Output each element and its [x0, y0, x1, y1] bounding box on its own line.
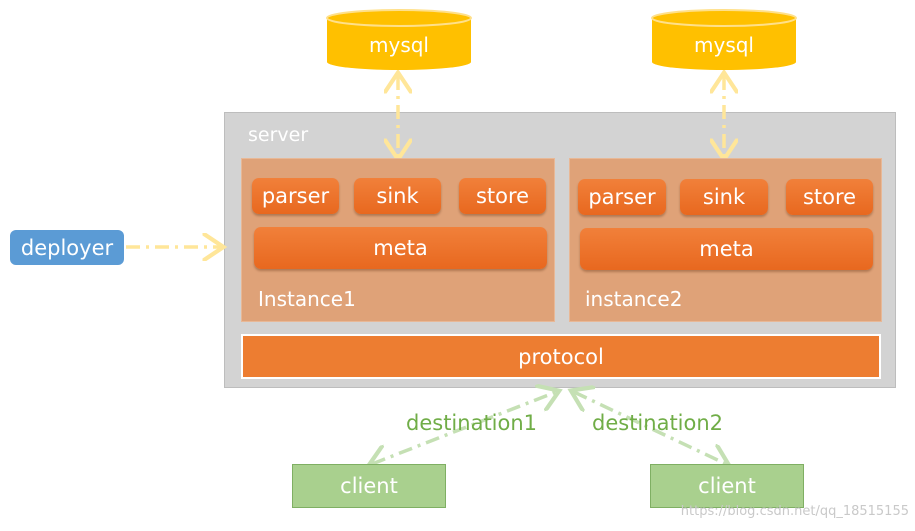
instance2-meta: meta: [580, 228, 873, 270]
destination1-label: destination1: [406, 411, 538, 435]
watermark-text: https://blog.csdn.net/qq_18515155: [680, 504, 909, 519]
client1-box: client: [292, 464, 446, 508]
instance1-label: Instance1: [258, 287, 356, 311]
instance1-parser: parser: [252, 178, 339, 214]
mysql-database-1: mysql: [326, 9, 472, 70]
mysql-label-1: mysql: [369, 33, 429, 57]
destination2-label: destination2: [592, 411, 724, 435]
instance1-sink: sink: [354, 178, 441, 214]
deployer-box: deployer: [10, 230, 124, 265]
client2-box: client: [650, 464, 804, 508]
mysql-database-2: mysql: [651, 9, 797, 70]
instance2-parser: parser: [578, 179, 666, 215]
instance1-store: store: [459, 178, 546, 214]
server-label: server: [248, 124, 309, 146]
instance2-sink: sink: [680, 179, 768, 215]
instance2-label: instance2: [585, 287, 683, 311]
protocol-bar: protocol: [241, 334, 881, 379]
instance1-meta: meta: [254, 227, 547, 269]
mysql-label-2: mysql: [694, 33, 754, 57]
instance2-store: store: [786, 179, 873, 215]
